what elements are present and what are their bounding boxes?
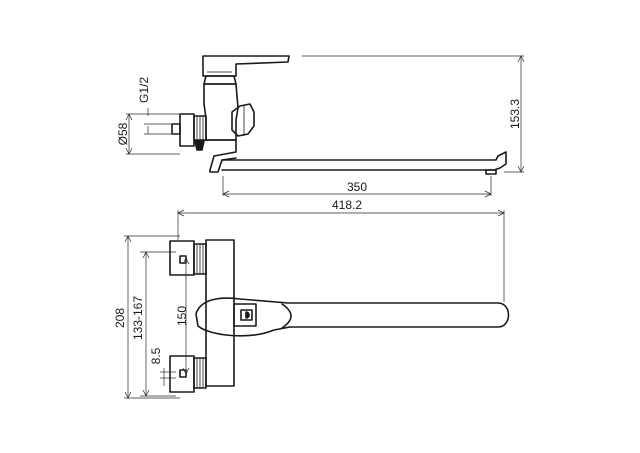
front-view-upper-escutcheon (169, 240, 195, 276)
side-view-dimensions: 153.3 350 G1/2 Ø58 (116, 55, 525, 198)
dim-escutcheon-diameter: Ø58 (116, 122, 130, 145)
side-view-escutcheon (179, 113, 195, 147)
dim-nominal-center: 150 (175, 306, 189, 326)
dim-offset: 8.5 (149, 347, 163, 364)
dim-eccentric-height: 208 (113, 308, 127, 328)
side-view-lever-handle (202, 55, 290, 77)
front-view-mixer-body (205, 239, 235, 387)
front-view-dimensions: 418.2 208 133-167 150 8.5 (113, 198, 505, 399)
front-view-lower-nut (193, 357, 207, 389)
dim-spout-reach: 350 (347, 180, 367, 194)
dim-overall-length: 418.2 (332, 198, 362, 212)
front-view-spout-arm (195, 297, 510, 337)
side-view-spout-collar (205, 139, 237, 173)
side-view-aerator (485, 169, 497, 175)
front-view-lower-escutcheon (169, 355, 195, 393)
side-view-diverter-knob (231, 103, 255, 137)
side-view-hatch-detail (194, 140, 205, 151)
front-view (169, 239, 510, 393)
side-view-spout (221, 151, 507, 171)
dim-thread: G1/2 (137, 77, 151, 103)
side-view-cartridge-cap (203, 75, 237, 85)
front-view-handle-cap (233, 303, 257, 327)
side-view (171, 55, 507, 175)
dim-center-distance: 133-167 (131, 296, 145, 340)
dim-overall-height: 153.3 (508, 99, 522, 129)
